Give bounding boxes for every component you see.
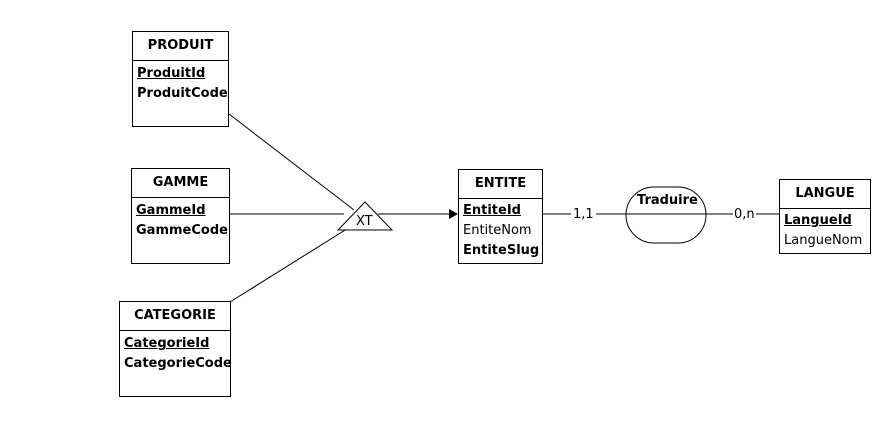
attr-entite-id: EntiteId (463, 203, 521, 218)
cardinality-langue: 0,n (734, 207, 755, 222)
attr-langue-id: LangueId (784, 213, 852, 228)
attr-gamme-code: GammeCode (136, 223, 228, 238)
entity-entite-title: ENTITE (459, 170, 542, 199)
attr-langue-nom: LangueNom (784, 233, 863, 248)
xt-constraint-label: XT (356, 214, 373, 229)
entity-gamme-title: GAMME (132, 169, 229, 198)
xt-constraint-triangle[interactable] (336, 201, 394, 231)
attr-produit-code: ProduitCode (137, 86, 228, 101)
entity-gamme[interactable]: GAMME GammeId GammeCode (131, 168, 230, 264)
attr-categorie-id: CategorieId (124, 336, 210, 351)
entity-produit[interactable]: PRODUIT ProduitId ProduitCode (132, 31, 229, 127)
entity-langue[interactable]: LANGUE LangueId LangueNom (779, 179, 871, 254)
inheritance-arrowhead (449, 209, 458, 219)
attr-produit-id: ProduitId (137, 66, 206, 81)
attr-entite-nom: EntiteNom (463, 223, 532, 238)
attr-entite-slug: EntiteSlug (463, 243, 540, 258)
entity-produit-title: PRODUIT (133, 32, 228, 61)
entity-entite[interactable]: ENTITE EntiteId EntiteNom EntiteSlug (458, 169, 543, 264)
attr-categorie-code: CategorieCode (124, 356, 232, 371)
association-traduire-shape[interactable] (625, 186, 707, 244)
attr-gamme-id: GammeId (136, 203, 206, 218)
cardinality-entite: 1,1 (573, 207, 594, 222)
link-categorie-xt (229, 221, 359, 303)
link-produit-xt (228, 113, 355, 211)
association-traduire-label: Traduire (637, 193, 698, 208)
entity-categorie[interactable]: CATEGORIE CategorieId CategorieCode (119, 301, 232, 397)
entity-langue-title: LANGUE (780, 180, 870, 209)
entity-categorie-title: CATEGORIE (120, 302, 230, 331)
